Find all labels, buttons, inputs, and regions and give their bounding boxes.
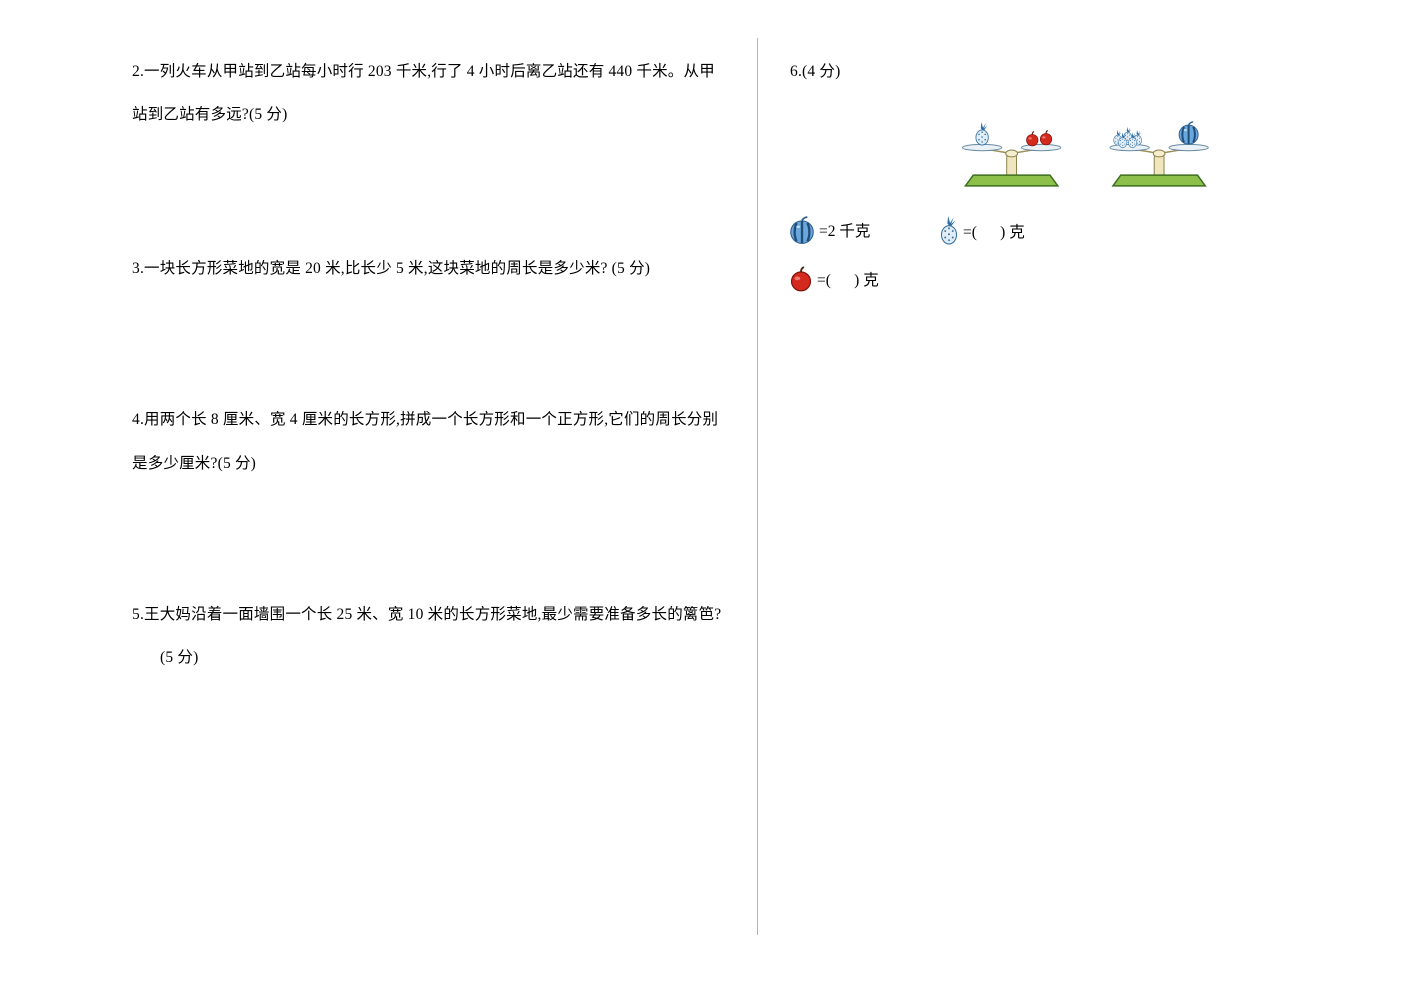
question-2-line-2: 站到乙站有多远?(5 分) (132, 106, 288, 123)
question-5-line-2: (5 分) (160, 649, 199, 666)
question-5-line-1: 5.王大妈沿着一面墙围一个长 25 米、宽 10 米的长方形菜地,最少需要准备多… (132, 606, 722, 623)
question-4-line-1: 4.用两个长 8 厘米、宽 4 厘米的长方形,拼成一个长方形和一个正方形,它们的… (132, 411, 719, 428)
balance-scale-icon (1109, 120, 1209, 187)
pineapple-icon (975, 122, 989, 146)
pineapple-icon (938, 216, 960, 245)
watermelon-equation-row: =2 千克 (788, 215, 870, 245)
pineapple-equation-text: =( ) 克 (963, 223, 1025, 241)
watermelon-icon (1178, 120, 1200, 146)
column-divider (757, 38, 758, 935)
question-3-line-1: 3.一块长方形菜地的宽是 20 米,比长少 5 米,这块菜地的周长是多少米? (… (132, 260, 651, 277)
balance-scale-icon (961, 122, 1062, 187)
watermelon-equation-text: =2 千克 (819, 223, 871, 240)
question-6-label: 6.(4 分) (790, 63, 841, 80)
apple-icon (1039, 130, 1053, 146)
balance-scales-image (961, 120, 1209, 187)
pineapple-equation-row: =( ) 克 (938, 216, 1025, 245)
apple-equation-row: =( ) 克 (788, 266, 879, 292)
watermelon-icon (788, 215, 816, 245)
apple-icon (1025, 130, 1039, 147)
question-4-line-2: 是多少厘米?(5 分) (132, 455, 257, 472)
apple-equation-text: =( ) 克 (817, 272, 879, 289)
question-2-line-1: 2.一列火车从甲站到乙站每小时行 203 千米,行了 4 小时后离乙站还有 44… (132, 63, 715, 80)
apple-icon (788, 266, 814, 292)
